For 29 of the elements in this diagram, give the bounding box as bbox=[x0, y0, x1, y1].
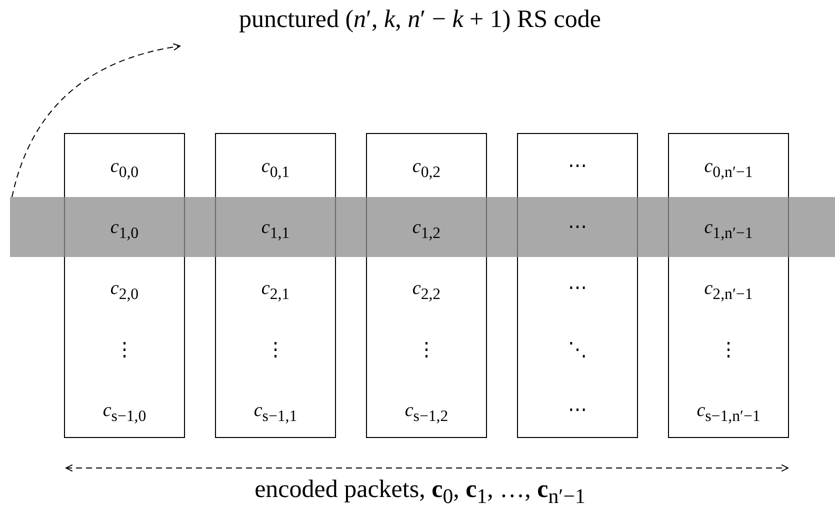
code-title: punctured (n′, k, n′ − k + 1) RS code bbox=[160, 6, 680, 44]
highlight-band bbox=[10, 197, 835, 257]
matrix-entry: c$_{s−1,0}$ bbox=[102, 400, 146, 421]
matrix-entry: c$_{s−1,2}$ bbox=[404, 400, 448, 421]
matrix-entry: c$_{0,1}$ bbox=[261, 156, 290, 177]
matrix-entry: ⋯ bbox=[568, 217, 587, 238]
matrix-entry: c$_{1,n′−1}$ bbox=[704, 217, 753, 238]
matrix-entry: ⋯ bbox=[568, 156, 587, 177]
matrix-entry: c$_{2,2}$ bbox=[412, 278, 441, 299]
matrix-entry: ⋮ bbox=[417, 340, 436, 361]
matrix-entry: c$_{2,n′−1}$ bbox=[704, 278, 753, 299]
axis-caption: encoded packets, c$_{0}$, c$_{1}$, …, c$_{n′−1}$ bbox=[254, 476, 586, 509]
matrix-entry: c$_{2,1}$ bbox=[261, 278, 290, 299]
matrix-entry: ⋯ bbox=[568, 400, 587, 421]
dashed-arrow bbox=[12, 44, 180, 198]
matrix-entry: ⋮ bbox=[115, 340, 134, 361]
matrix-entry: c$_{s−1,n′−1}$ bbox=[696, 400, 760, 421]
matrix-entry: ⋯ bbox=[568, 278, 587, 299]
matrix-entry: c$_{1,1}$ bbox=[261, 217, 290, 238]
matrix-entry: c$_{1,0}$ bbox=[110, 217, 139, 238]
matrix-entry: ⋱ bbox=[568, 340, 587, 361]
matrix-entry: c$_{0,0}$ bbox=[110, 156, 139, 177]
matrix-entry: c$_{1,2}$ bbox=[412, 217, 441, 238]
matrix-entry: ⋮ bbox=[719, 340, 738, 361]
matrix-entry: c$_{0,2}$ bbox=[412, 156, 441, 177]
matrix-entry: c$_{0,n′−1}$ bbox=[704, 156, 753, 177]
matrix-entry: ⋮ bbox=[266, 340, 285, 361]
matrix-entry: c$_{s−1,1}$ bbox=[254, 400, 298, 421]
matrix-entry: c$_{2,0}$ bbox=[110, 278, 139, 299]
